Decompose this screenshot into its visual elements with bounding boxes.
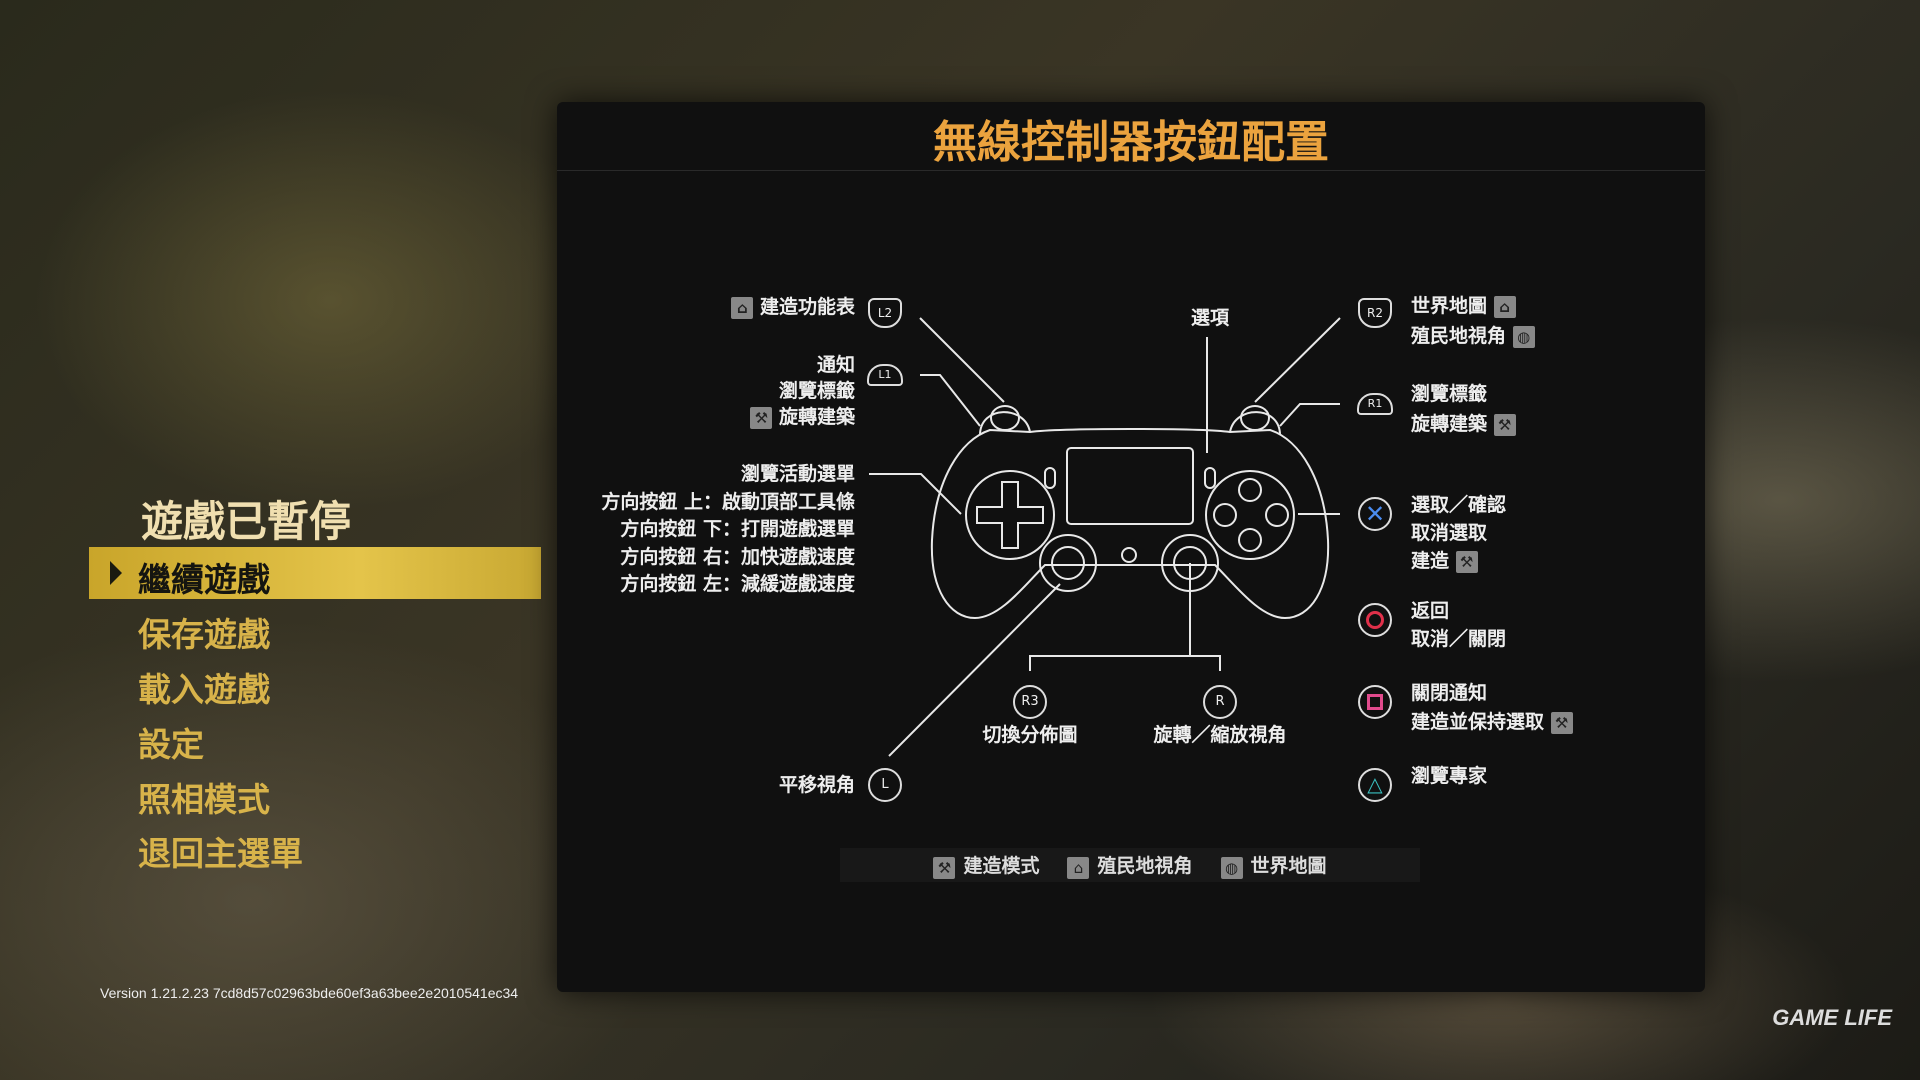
hammer-icon: ⚒ — [1493, 413, 1516, 436]
hammer-icon: ⚒ — [933, 856, 956, 879]
version-text: Version 1.21.2.23 7cd8d57c02963bde60ef3a… — [100, 985, 519, 1001]
menu-item-photo-mode[interactable]: 照相模式 — [138, 780, 270, 819]
r1-label: 瀏覽標籤 旋轉建築 ⚒ — [1411, 381, 1516, 437]
menu-item-resume[interactable]: 繼續遊戲 — [138, 560, 270, 599]
pause-title: 遊戲已暫停 — [141, 497, 352, 546]
selection-arrow-icon — [110, 561, 122, 585]
house-icon: ⌂ — [731, 296, 754, 319]
house-icon: ⌂ — [1067, 856, 1090, 879]
options-label: 選項 — [1190, 307, 1229, 329]
circle-label: 返回 取消／關閉 — [1411, 600, 1507, 650]
hammer-icon: ⚒ — [1455, 550, 1478, 573]
triangle-label: 瀏覽專家 — [1411, 765, 1488, 787]
circle-button-icon — [1358, 603, 1392, 637]
lstick-button-icon: L — [868, 768, 902, 802]
rstick-label: 旋轉／縮放視角 — [1153, 724, 1287, 746]
l1-button-icon: L1 — [867, 364, 903, 386]
panel-title: 無線控制器按鈕配置 — [933, 117, 1329, 168]
legend-world-map: ◍世界地圖 — [1220, 851, 1327, 879]
globe-icon: ◍ — [1512, 325, 1535, 348]
rstick-button-icon: R — [1203, 685, 1237, 719]
controls-panel — [557, 102, 1705, 992]
r2-button-icon: R2 — [1358, 298, 1392, 328]
legend-build-mode: ⚒建造模式 — [933, 851, 1039, 879]
dpad-labels: 瀏覽活動選單 方向按鈕 上：啟動頂部工具條 方向按鈕 下：打開遊戲選單 方向按鈕… — [601, 463, 855, 595]
l2-button-icon: L2 — [868, 298, 902, 328]
lstick-label: 平移視角 — [778, 774, 855, 796]
cross-button-icon: ✕ — [1358, 497, 1392, 531]
icon-legend: ⚒建造模式 ⌂殖民地視角 ◍世界地圖 — [840, 848, 1420, 882]
l1-label: 通知 瀏覽標籤 ⚒ 旋轉建築 — [700, 352, 855, 430]
menu-item-load[interactable]: 載入遊戲 — [138, 670, 270, 709]
hammer-icon: ⚒ — [1550, 711, 1573, 734]
menu-highlight — [89, 547, 541, 599]
square-button-icon — [1358, 685, 1392, 719]
legend-colony-view: ⌂殖民地視角 — [1067, 851, 1193, 879]
r1-button-icon: R1 — [1357, 393, 1393, 415]
hammer-icon: ⚒ — [750, 406, 773, 429]
l2-label: ⌂ 建造功能表 — [700, 294, 855, 320]
r3-label: 切換分佈圖 — [982, 724, 1078, 746]
r3-button-icon: R3 — [1013, 685, 1047, 719]
watermark-logo: GAME LIFE — [1772, 1005, 1892, 1030]
square-label: 關閉通知 建造並保持選取 ⚒ — [1411, 679, 1573, 737]
menu-item-settings[interactable]: 設定 — [138, 725, 204, 764]
triangle-button-icon: △ — [1358, 768, 1392, 802]
house-icon: ⌂ — [1493, 295, 1516, 318]
menu-item-main-menu[interactable]: 退回主選單 — [138, 834, 303, 873]
globe-icon: ◍ — [1220, 856, 1243, 879]
cross-label: 選取／確認 取消選取 建造 ⚒ — [1411, 494, 1507, 573]
title-divider — [557, 170, 1705, 171]
r2-label: 世界地圖 ⌂ 殖民地視角 ◍ — [1411, 293, 1535, 349]
menu-item-save[interactable]: 保存遊戲 — [138, 615, 270, 654]
